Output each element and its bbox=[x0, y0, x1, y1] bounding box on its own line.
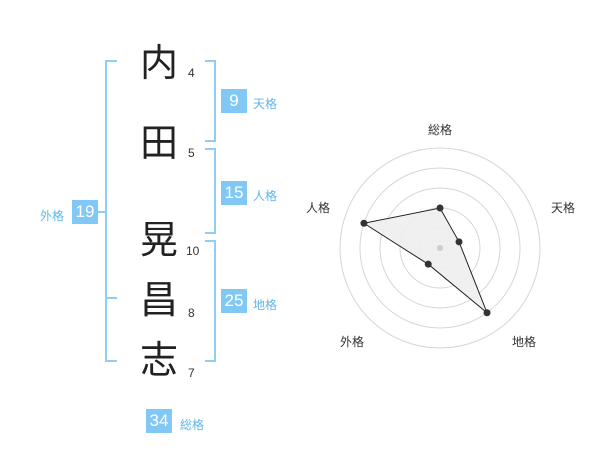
chikaku-value: 25 bbox=[221, 289, 247, 313]
radar-polygon bbox=[362, 207, 488, 314]
radar-rings bbox=[339, 147, 541, 349]
gaikaku-label: 外格 bbox=[40, 209, 65, 223]
name-char-2: 田 bbox=[140, 121, 179, 165]
radar-label-tenkaku: 天格 bbox=[551, 200, 575, 215]
name-char-4: 昌 bbox=[140, 278, 179, 322]
radar-point-1 bbox=[455, 238, 463, 246]
tenkaku-label: 天格 bbox=[253, 97, 278, 111]
radar-point-3 bbox=[424, 260, 432, 268]
radar-label-jinkaku: 人格 bbox=[306, 200, 330, 215]
radar-ring-4 bbox=[359, 167, 521, 329]
soukaku-value: 34 bbox=[146, 409, 172, 433]
chikaku-label: 地格 bbox=[253, 298, 278, 312]
radar-ring-3 bbox=[379, 187, 501, 309]
radar-label-soukaku: 総格 bbox=[428, 122, 452, 137]
name-char-3: 晃 bbox=[140, 218, 179, 262]
stroke-count-4: 8 bbox=[188, 306, 195, 320]
radar-points bbox=[360, 204, 491, 317]
tenkaku-bracket bbox=[205, 60, 216, 142]
gaikaku-value: 19 bbox=[72, 200, 98, 224]
stroke-count-5: 7 bbox=[188, 366, 195, 380]
stroke-count-3: 10 bbox=[186, 244, 200, 258]
jinkaku-value: 15 bbox=[221, 181, 247, 205]
radar-label-chikaku: 地格 bbox=[512, 334, 536, 349]
gaikaku-bracket-tick bbox=[105, 297, 117, 299]
tenkaku-value: 9 bbox=[221, 89, 247, 113]
radar-point-2 bbox=[483, 309, 491, 317]
gaikaku-bracket-connector bbox=[98, 211, 107, 213]
radar-ring-5 bbox=[339, 147, 541, 349]
name-char-5: 志 bbox=[140, 338, 179, 382]
radar-point-4 bbox=[360, 219, 368, 227]
jinkaku-label: 人格 bbox=[253, 189, 278, 203]
stroke-count-2: 5 bbox=[188, 146, 195, 160]
radar-label-gaikaku: 外格 bbox=[340, 334, 364, 349]
radar-point-0 bbox=[436, 204, 444, 212]
chikaku-bracket bbox=[205, 240, 216, 362]
jinkaku-bracket bbox=[205, 148, 216, 234]
name-char-1: 内 bbox=[140, 41, 179, 85]
stroke-count-1: 4 bbox=[188, 66, 195, 80]
radar-center-dot bbox=[437, 245, 443, 251]
soukaku-label: 総格 bbox=[180, 418, 205, 432]
